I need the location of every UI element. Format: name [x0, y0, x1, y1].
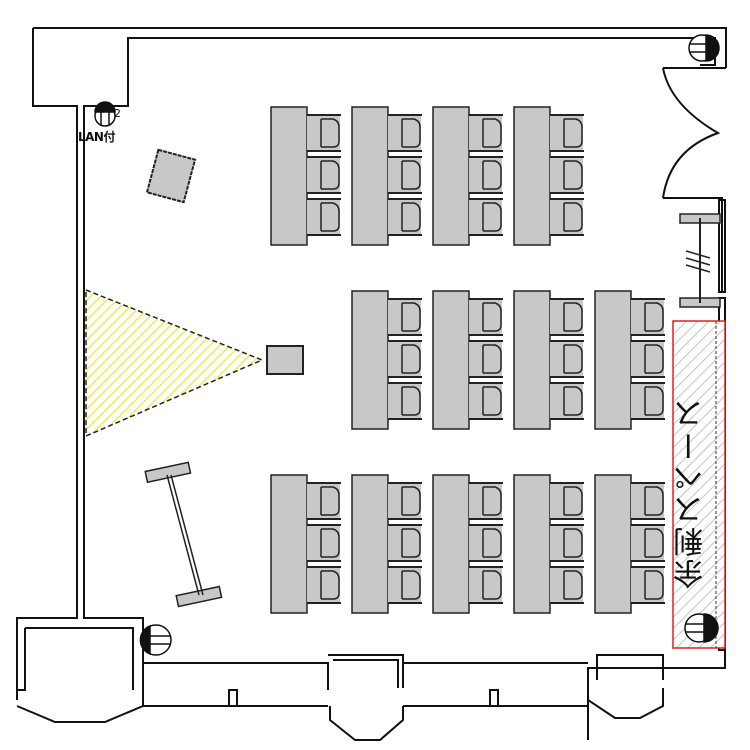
chair [550, 114, 584, 152]
chair [469, 114, 503, 152]
projector [266, 345, 304, 375]
outlet-lan-icon [94, 101, 116, 127]
chair [307, 566, 341, 604]
desk [513, 106, 551, 246]
lan-label: LAN付 [78, 130, 115, 144]
outlet-icon [139, 624, 172, 656]
chair [307, 524, 341, 562]
chair [388, 524, 422, 562]
outlet-number: 2 [114, 107, 121, 120]
chair [631, 340, 665, 378]
whiteboard-stand-left [144, 461, 223, 608]
chair [550, 566, 584, 604]
desk [270, 106, 308, 246]
desk-group [351, 290, 422, 430]
chair [550, 482, 584, 520]
chair [469, 566, 503, 604]
desk-layout [270, 106, 665, 614]
chair [469, 198, 503, 236]
chair [550, 198, 584, 236]
chair [631, 298, 665, 336]
walls [16, 27, 727, 741]
desk [351, 106, 389, 246]
chair [469, 340, 503, 378]
chair [631, 482, 665, 520]
outlet-icon [688, 34, 720, 62]
chair [631, 382, 665, 420]
whiteboard-stand-right [679, 213, 721, 308]
chair [307, 482, 341, 520]
desk [513, 290, 551, 430]
chair [388, 156, 422, 194]
desk-group [432, 474, 503, 614]
chair [388, 482, 422, 520]
desk-group [351, 106, 422, 246]
desk-group [513, 290, 584, 430]
spare-space-label: 余剰スペース [674, 397, 709, 589]
podium [145, 148, 197, 204]
desk [432, 290, 470, 430]
chair [307, 198, 341, 236]
desk [351, 290, 389, 430]
desk [351, 474, 389, 614]
spare-space-label-box: 余剰スペース [672, 368, 712, 618]
desk [594, 290, 632, 430]
chair [550, 524, 584, 562]
chair [631, 566, 665, 604]
chair [307, 114, 341, 152]
desk-group [270, 106, 341, 246]
desk [594, 474, 632, 614]
desk-group [270, 474, 341, 614]
chair [550, 156, 584, 194]
chair [469, 524, 503, 562]
desk-group [513, 474, 584, 614]
chair [388, 298, 422, 336]
chair [550, 382, 584, 420]
chair [388, 114, 422, 152]
projection-area [85, 288, 264, 438]
chair [550, 340, 584, 378]
chair [388, 566, 422, 604]
chair [388, 340, 422, 378]
chair [388, 198, 422, 236]
chair [631, 524, 665, 562]
desk [432, 474, 470, 614]
outlet-icon [684, 613, 719, 643]
desk-group [432, 106, 503, 246]
chair [469, 482, 503, 520]
chair [469, 298, 503, 336]
desk-group [594, 290, 665, 430]
chair [388, 382, 422, 420]
chair [307, 156, 341, 194]
chair [469, 382, 503, 420]
chair [550, 298, 584, 336]
desk-group [432, 290, 503, 430]
desk-group [513, 106, 584, 246]
desk-group [351, 474, 422, 614]
desk [270, 474, 308, 614]
desk-group [594, 474, 665, 614]
desk [432, 106, 470, 246]
desk [513, 474, 551, 614]
chair [469, 156, 503, 194]
